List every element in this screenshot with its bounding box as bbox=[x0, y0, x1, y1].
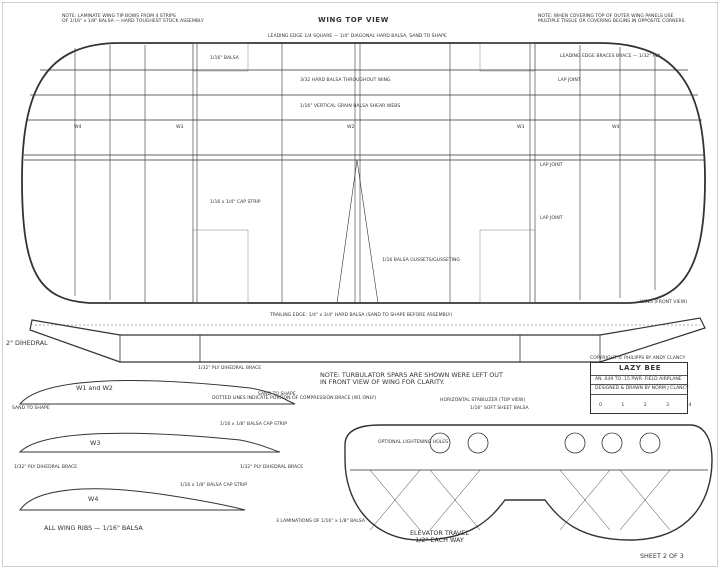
lap-joint-2: LAP JOINT bbox=[540, 163, 563, 168]
station-w4-right: W4 bbox=[612, 125, 620, 130]
station-w3-left: W3 bbox=[176, 125, 184, 130]
rib-cap-note-1: 1/16 x 1/8" BALSA CAP STRIP bbox=[220, 422, 287, 427]
rib-w4-label: W4 bbox=[88, 495, 99, 503]
ply-dihedral-brace-note: 1/32" PLY DIHEDRAL BRACE bbox=[198, 366, 262, 371]
lightening-holes-note: OPTIONAL LIGHTENING HOLES bbox=[378, 440, 449, 445]
title-block: LAZY BEE AN .049 TO .15 PWR. FIELD AIRPL… bbox=[590, 362, 691, 414]
sand-to-shape-1: SAND TO SHAPE bbox=[12, 406, 50, 411]
sheet-number: SHEET 2 OF 3 bbox=[640, 552, 684, 560]
spar-note: 3/32 HARD BALSA THROUGHOUT WING bbox=[300, 78, 391, 83]
gusset-note: 1/16 BALSA GUSSETS/GUSSETING bbox=[382, 258, 460, 263]
horizontal-stabilizer bbox=[344, 424, 713, 541]
plan-subtitle: AN .049 TO .15 PWR. FIELD AIRPLANE bbox=[595, 377, 682, 382]
ply-brace-right: 1/32" PLY DIHEDRAL BRACE bbox=[240, 465, 304, 470]
shear-web-note: 1/16" VERTICAL GRAIN BALSA SHEAR WEBS bbox=[300, 104, 401, 109]
leading-edge-note: LEADING EDGE 1/4 SQUARE — 1/4" DIAGONAL … bbox=[268, 34, 447, 39]
laminations-note: 3 LAMINATIONS OF 1/16" x 1/8" BALSA bbox=[276, 519, 366, 524]
wing-top-title: WING TOP VIEW bbox=[318, 16, 389, 24]
sand-to-shape-2: SAND TO SHAPE bbox=[258, 392, 296, 397]
station-w2: W2 bbox=[347, 125, 355, 130]
stabilizer-title: HORIZONTAL STABILIZER (TOP VIEW) bbox=[440, 398, 526, 403]
dotted-lines-note: DOTTED LINES INDICATE PORTION OF COMPRES… bbox=[212, 396, 377, 401]
rib-cap-note-2: 1/16 x 1/8" BALSA CAP STRIP bbox=[180, 483, 247, 488]
rib-w3-label: W3 bbox=[90, 439, 101, 447]
wing-front-view bbox=[29, 317, 706, 363]
lap-joint-1: LAP JOINT bbox=[558, 78, 581, 83]
trailing-edge-note: TRAILING EDGE: 1/4" x 3/4" HARD BALSA (S… bbox=[270, 313, 453, 318]
station-w3-right: W3 bbox=[517, 125, 525, 130]
lap-joint-3: LAP JOINT bbox=[540, 216, 563, 221]
scale-bar: 0 1 2 3 4 bbox=[599, 403, 701, 408]
rib-w3 bbox=[18, 432, 281, 453]
rib-w1 bbox=[18, 380, 296, 405]
ply-brace-left: 1/32" PLY DIHEDRAL BRACE bbox=[14, 465, 78, 470]
dihedral-label: 2" DIHEDRAL bbox=[6, 339, 48, 347]
wing-outline bbox=[21, 42, 706, 304]
station-w4-left: W4 bbox=[74, 125, 82, 130]
turbulator-note: NOTE: TURBULATOR SPARS ARE SHOWN WERE LE… bbox=[320, 371, 503, 386]
stabilizer-sheet-note: 1/16" SOFT SHEET BALSA bbox=[470, 406, 529, 411]
rib-w1-label: W1 and W2 bbox=[76, 384, 113, 392]
elevator-travel-note: ELEVATOR TRAVEL 1/2" EACH WAY bbox=[410, 529, 469, 544]
sheet-balsa-note: 1/16" BALSA bbox=[210, 56, 239, 61]
cap-strip-note: 1/16 x 1/4" CAP STRIP bbox=[210, 200, 261, 205]
wing-front-title: WING (FRONT VIEW) bbox=[640, 300, 688, 305]
copyright: COPYRIGHT © PHILIPPS BY ANDY CLANCY bbox=[590, 356, 686, 361]
rib-w4 bbox=[19, 488, 246, 511]
rib-note: ALL WING RIBS — 1/16" BALSA bbox=[44, 524, 143, 532]
plan-name: LAZY BEE bbox=[619, 364, 662, 372]
note-right: NOTE: WHEN COVERING TOP OF OUTER WING PA… bbox=[538, 14, 685, 25]
leading-edge-brace-note: LEADING EDGE BRACES BRACE — 1/32" PLY bbox=[560, 54, 661, 59]
plan-designer: DESIGNED & DRAWN BY NORM J CLANCY bbox=[595, 386, 689, 391]
note-left: NOTE: LAMINATE WING TIP BOWS FROM 4 STRI… bbox=[62, 14, 204, 25]
